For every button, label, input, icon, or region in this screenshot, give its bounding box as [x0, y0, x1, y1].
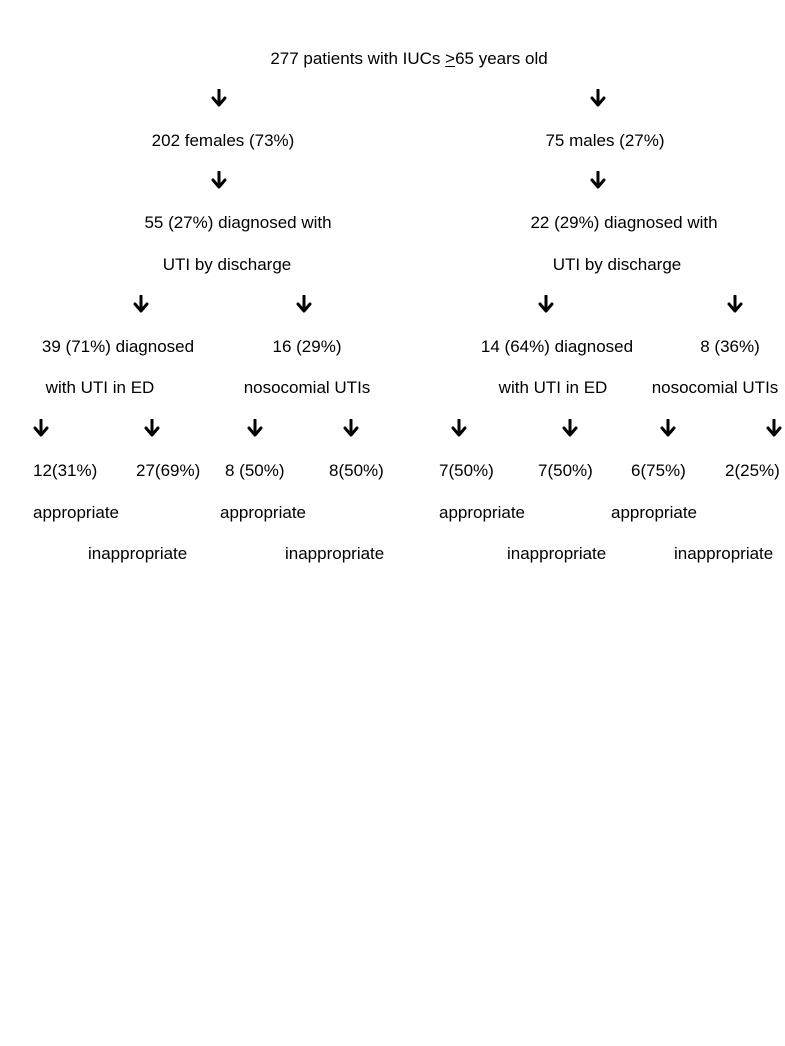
- female-ed-inappropriate-label: inappropriate: [88, 544, 188, 563]
- male-ed-line2: with UTI in ED: [498, 378, 608, 397]
- male-ed-inappropriate-label: inappropriate: [507, 544, 607, 563]
- female-ed-line2: with UTI in ED: [45, 378, 155, 397]
- arrow-down-icon: [133, 295, 149, 313]
- arrow-down-icon: [727, 295, 743, 313]
- male-nosocomial-appropriate-value: 6(75%): [631, 461, 686, 480]
- arrow-down-icon: [590, 89, 606, 107]
- arrow-down-icon: [247, 419, 263, 437]
- male-count: 75 males (27%): [545, 131, 665, 150]
- arrow-down-icon: [211, 89, 227, 107]
- arrow-down-icon: [660, 419, 676, 437]
- female-nosocomial-inappropriate-value: 8(50%): [329, 461, 384, 480]
- male-ed-appropriate-label: appropriate: [439, 503, 526, 522]
- root-text-before: 277 patients with IUCs: [270, 49, 446, 68]
- female-nosocomial-appropriate-label: appropriate: [220, 503, 307, 522]
- female-nosocomial-appropriate-value: 8 (50%): [225, 461, 285, 480]
- arrow-down-icon: [296, 295, 312, 313]
- male-ed-line1: 14 (64%) diagnosed: [480, 337, 634, 356]
- female-ed-appropriate-label: appropriate: [33, 503, 120, 522]
- male-nosocomial-inappropriate-value: 2(25%): [725, 461, 780, 480]
- male-nosocomial-line2: nosocomial UTIs: [651, 378, 779, 397]
- arrow-down-icon: [211, 171, 227, 189]
- arrow-down-icon: [562, 419, 578, 437]
- male-ed-inappropriate-value: 7(50%): [538, 461, 593, 480]
- male-nosocomial-inappropriate-label: inappropriate: [674, 544, 774, 563]
- female-ed-appropriate-value: 12(31%): [33, 461, 98, 480]
- male-uti-line2: UTI by discharge: [552, 255, 682, 274]
- arrow-down-icon: [144, 419, 160, 437]
- female-count: 202 females (73%): [151, 131, 295, 150]
- arrow-down-icon: [538, 295, 554, 313]
- male-uti-line1: 22 (29%) diagnosed with: [530, 213, 718, 232]
- female-nosocomial-inappropriate-label: inappropriate: [285, 544, 385, 563]
- male-ed-appropriate-value: 7(50%): [439, 461, 494, 480]
- arrow-down-icon: [766, 419, 782, 437]
- female-nosocomial-line1: 16 (29%): [272, 337, 342, 356]
- female-ed-inappropriate-value: 27(69%): [136, 461, 201, 480]
- male-nosocomial-line1: 8 (36%): [700, 337, 760, 356]
- female-uti-line1: 55 (27%) diagnosed with: [144, 213, 332, 232]
- male-nosocomial-appropriate-label: appropriate: [611, 503, 698, 522]
- arrow-down-icon: [343, 419, 359, 437]
- arrow-down-icon: [451, 419, 467, 437]
- female-ed-line1: 39 (71%) diagnosed: [41, 337, 195, 356]
- root-node: 277 patients with IUCs >65 years old: [270, 49, 547, 69]
- arrow-down-icon: [33, 419, 49, 437]
- female-uti-line2: UTI by discharge: [162, 255, 292, 274]
- arrow-down-icon: [590, 171, 606, 189]
- female-nosocomial-line2: nosocomial UTIs: [243, 378, 371, 397]
- root-symbol: >: [445, 49, 456, 68]
- root-text-after: 65 years old: [455, 49, 548, 68]
